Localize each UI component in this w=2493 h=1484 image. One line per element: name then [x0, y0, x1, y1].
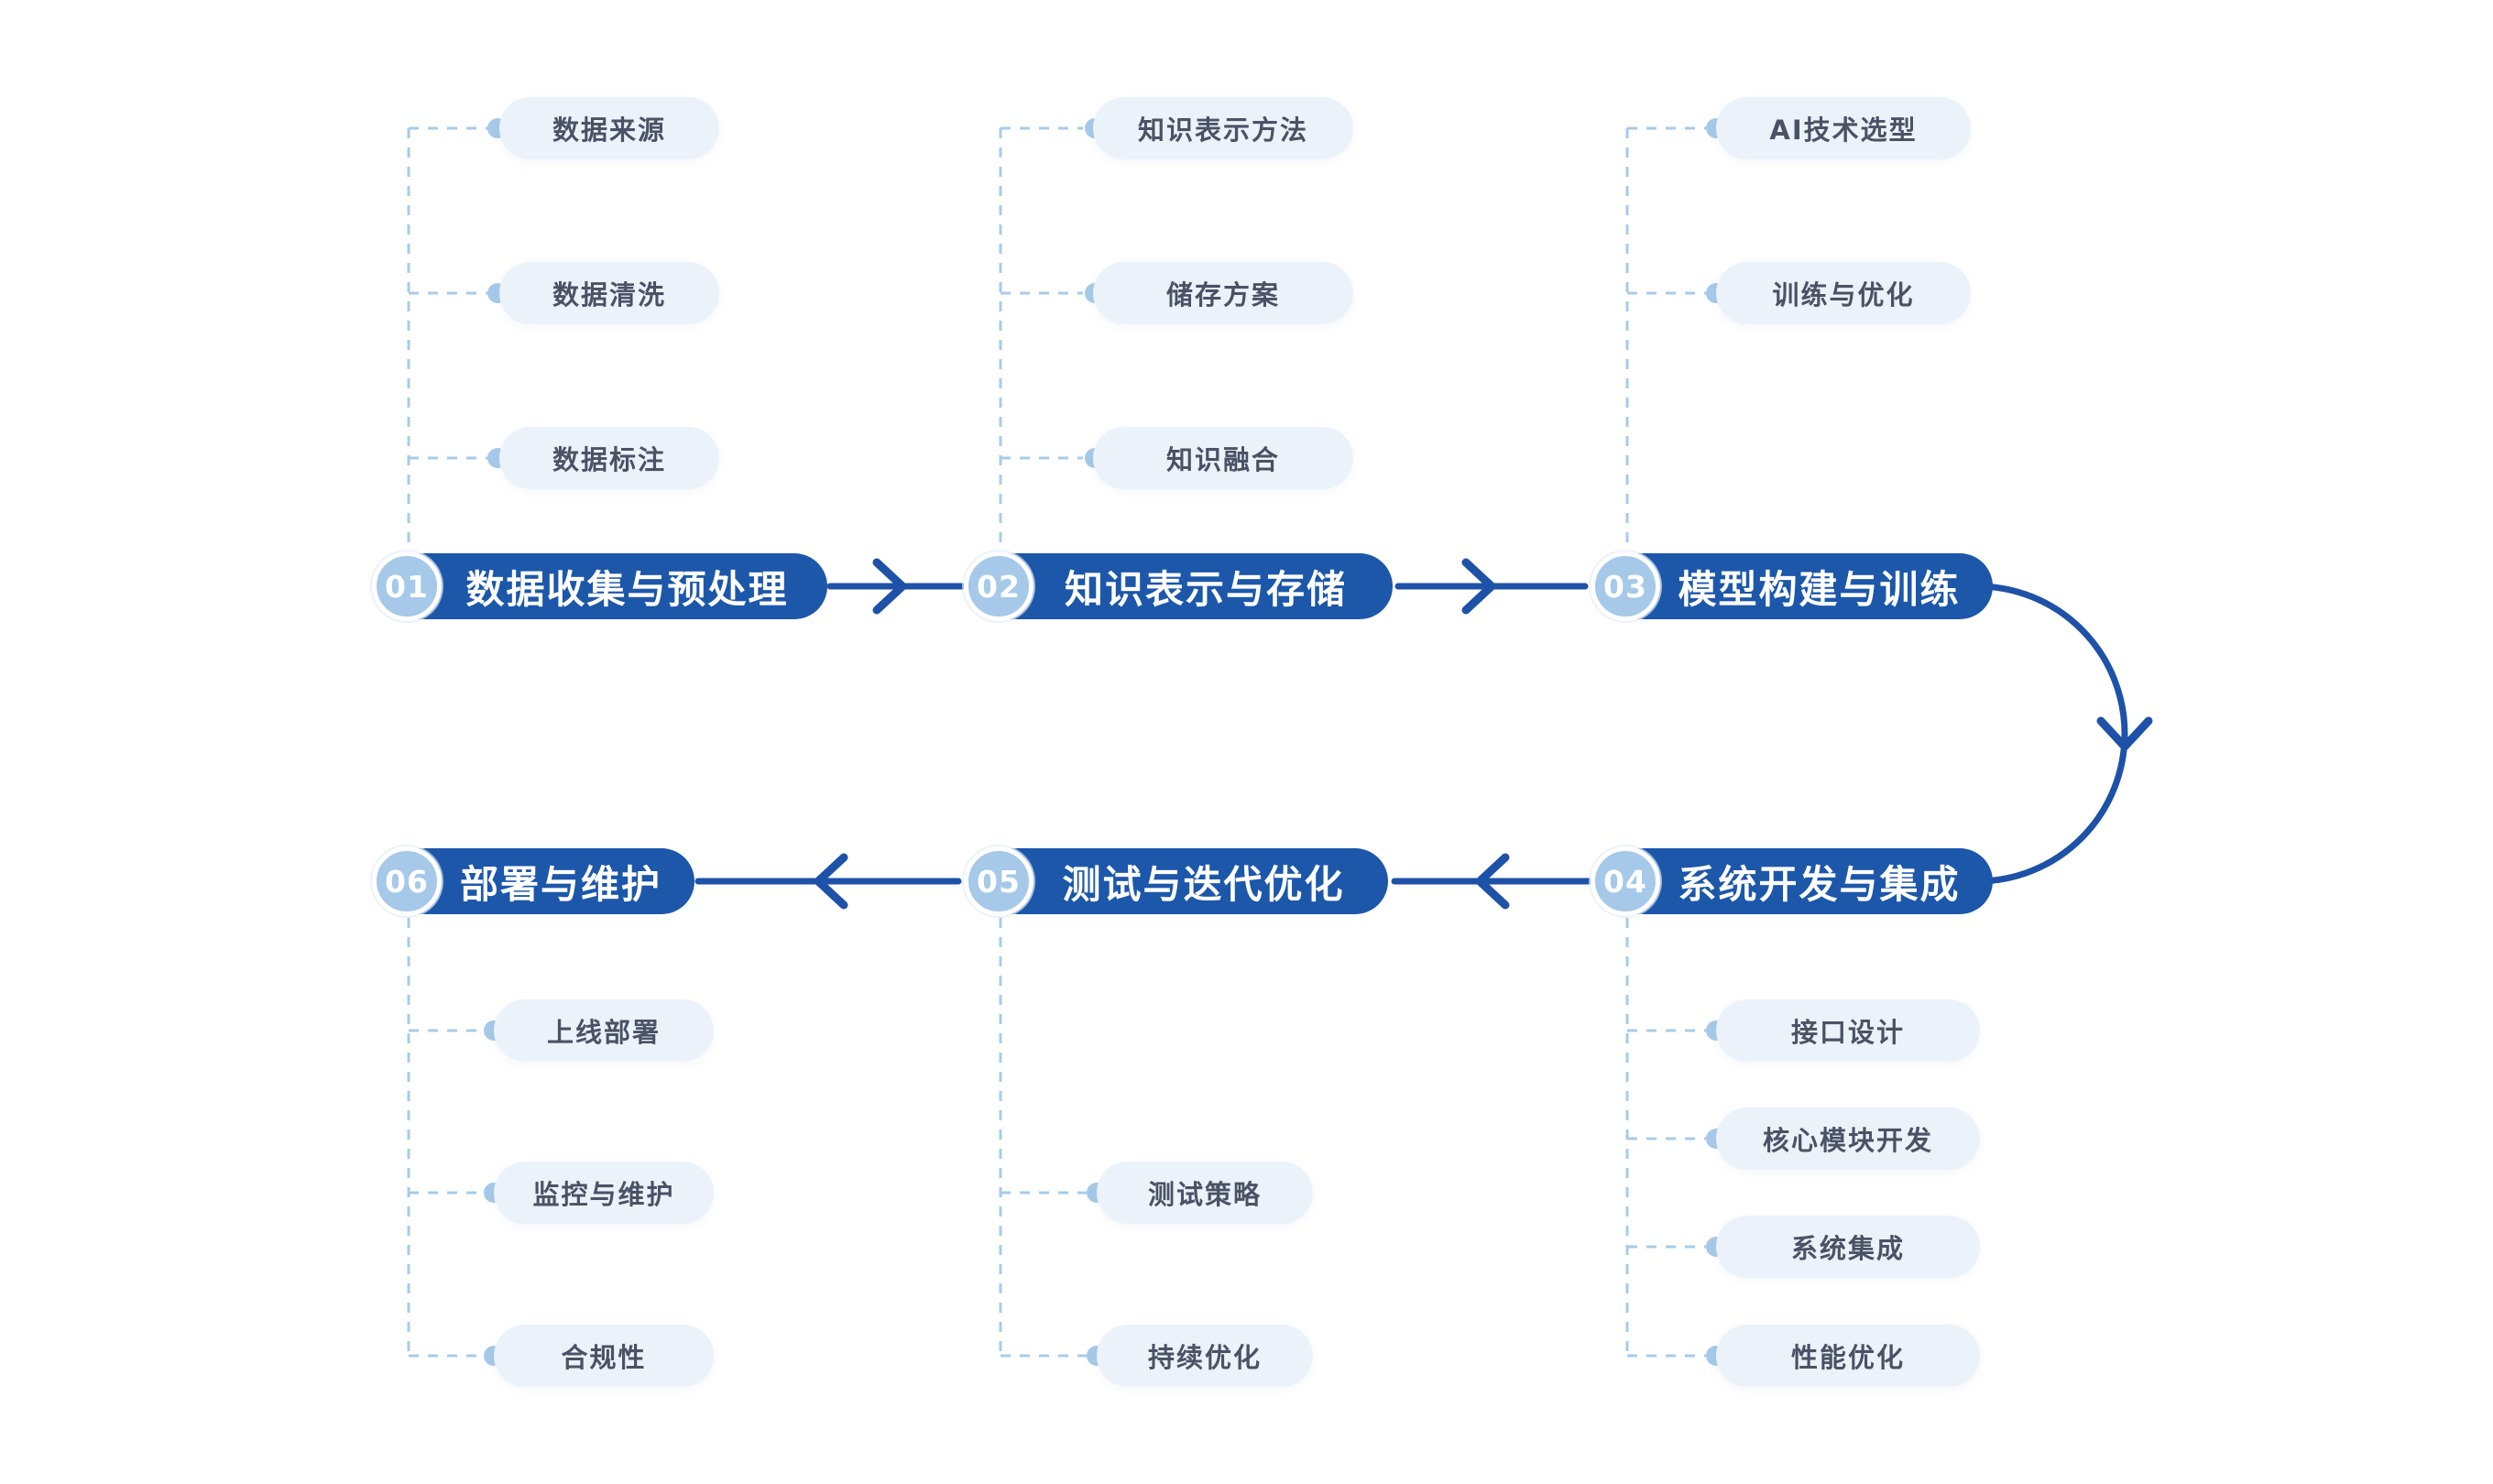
- subtopic-pill[interactable]: 数据清洗: [499, 262, 719, 324]
- stage-number-badge: 02: [964, 551, 1033, 621]
- chevron-down-icon: [2096, 716, 2153, 751]
- stage-number-badge: 05: [964, 846, 1033, 916]
- subtopic-pill[interactable]: 接口设计: [1716, 999, 1980, 1062]
- subtopic-label: 数据标注: [552, 444, 666, 475]
- stage-title: 数据收集与预处理: [465, 566, 789, 612]
- subtopic-pill[interactable]: 合规性: [494, 1325, 714, 1387]
- flow-arrow-chevrons: [814, 558, 2153, 910]
- subtopic-pill[interactable]: 系统集成: [1716, 1216, 1980, 1278]
- subtopic-pill[interactable]: 核心模块开发: [1716, 1108, 1980, 1170]
- stage-node-01[interactable]: 01 数据收集与预处理: [372, 551, 827, 621]
- stage-title: 部署与维护: [459, 861, 662, 907]
- stage-number: 03: [1603, 568, 1647, 605]
- stage-number-badge: 04: [1591, 846, 1660, 916]
- stage-number: 01: [385, 568, 429, 605]
- subtopic-label: 测试策略: [1147, 1179, 1262, 1210]
- stage-number: 02: [977, 568, 1021, 605]
- subtopic-pill[interactable]: 监控与维护: [494, 1162, 714, 1224]
- subtopic-label: AI技术选型: [1769, 115, 1918, 146]
- subtopic-label: 储存方案: [1165, 279, 1280, 311]
- subtopic-pill[interactable]: 数据来源: [499, 97, 719, 159]
- stage-title: 模型构建与训练: [1678, 566, 1961, 612]
- stage-number-badge: 01: [372, 551, 442, 621]
- subtopic-label: 上线部署: [546, 1017, 661, 1048]
- stage-title: 测试与迭代优化: [1062, 861, 1345, 907]
- subtopic-label: 接口设计: [1790, 1017, 1905, 1048]
- stage-node-06[interactable]: 06 部署与维护: [372, 846, 694, 916]
- subtopic-pill[interactable]: 知识表示方法: [1093, 97, 1353, 159]
- dashed-branch-lines: [407, 126, 1706, 1358]
- stage-node-04[interactable]: 04 系统开发与集成: [1591, 846, 1993, 916]
- subtopic-pill[interactable]: AI技术选型: [1716, 97, 1971, 159]
- subtopic-pill[interactable]: 性能优化: [1716, 1325, 1980, 1387]
- subtopic-pill[interactable]: 储存方案: [1093, 262, 1353, 324]
- subtopic-label: 持续优化: [1147, 1342, 1262, 1373]
- subtopic-label: 合规性: [561, 1342, 647, 1373]
- arrow-03-04-arc: [1974, 583, 2128, 885]
- stage-number: 05: [977, 863, 1021, 900]
- flow-arrow-lines: [694, 583, 2128, 885]
- subtopic-pill[interactable]: 上线部署: [494, 999, 714, 1062]
- stage-node-02[interactable]: 02 知识表示与存储: [964, 551, 1393, 621]
- stage-title: 知识表示与存储: [1064, 566, 1347, 612]
- subtopic-label: 知识融合: [1165, 444, 1280, 475]
- stage-title: 系统开发与集成: [1678, 861, 1961, 907]
- subtopic-label: 数据来源: [552, 115, 666, 146]
- stage-number-badge: 06: [372, 846, 442, 916]
- subtopic-label: 性能优化: [1790, 1342, 1905, 1373]
- chevron-right-icon: [1461, 558, 1496, 615]
- chevron-left-icon: [1475, 853, 1510, 910]
- subtopic-pill[interactable]: 持续优化: [1097, 1325, 1313, 1387]
- subtopic-label: 数据清洗: [552, 279, 666, 311]
- subtopic-label: 知识表示方法: [1137, 115, 1308, 146]
- chevron-right-icon: [872, 558, 907, 615]
- subtopic-pill[interactable]: 训练与优化: [1716, 262, 1971, 324]
- subtopic-label: 系统集成: [1790, 1233, 1905, 1264]
- stage-number: 04: [1603, 863, 1647, 900]
- stage-number: 06: [385, 863, 429, 900]
- stage-number-badge: 03: [1591, 551, 1660, 621]
- chevron-left-icon: [814, 853, 848, 910]
- stage-node-03[interactable]: 03 模型构建与训练: [1591, 551, 1993, 621]
- stage-node-05[interactable]: 05 测试与迭代优化: [964, 846, 1388, 916]
- subtopic-pill[interactable]: 知识融合: [1093, 427, 1353, 489]
- subtopic-pill[interactable]: 测试策略: [1097, 1162, 1313, 1224]
- subtopic-pill[interactable]: 数据标注: [499, 427, 719, 489]
- subtopic-label: 训练与优化: [1772, 279, 1915, 311]
- subtopic-label: 监控与维护: [532, 1179, 675, 1210]
- subtopic-label: 核心模块开发: [1762, 1125, 1933, 1156]
